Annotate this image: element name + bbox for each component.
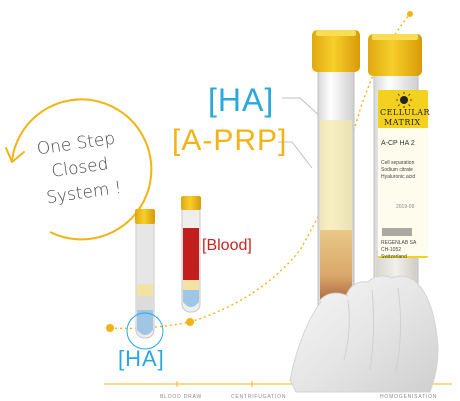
aprp-leader-line	[278, 141, 313, 169]
path-dot-mid	[186, 318, 194, 326]
dotted-path	[109, 13, 411, 330]
ha-leader-line	[282, 97, 323, 119]
timeline-step-centrifugation: CENTRIFUGATION	[231, 394, 287, 400]
ha-label: [HA]	[208, 82, 275, 118]
small-tube-processed	[126, 209, 164, 350]
tube-brand-bottom: MATRIX	[384, 118, 421, 127]
cellular-matrix-logo-icon	[396, 92, 412, 108]
tube-fine-print-2: Sodium citrate	[381, 167, 413, 173]
tube-fine-print-3: Hyaluronic acid	[381, 174, 416, 180]
aprp-label: [A-PRP]	[172, 124, 288, 157]
timeline-step-homogenisation: HOMOGENISATION	[380, 394, 438, 400]
blood-label: [Blood]	[202, 237, 252, 254]
tube-brand-top: CELLULAR	[380, 108, 431, 117]
loop-arrow-icon	[5, 98, 153, 241]
tube-footer-2: CH-1052	[381, 247, 402, 253]
photo-tube-left	[312, 30, 360, 321]
path-dot-start	[106, 324, 114, 332]
barcode	[382, 228, 412, 236]
ha-highlight-ring	[126, 312, 164, 350]
tube-fine-print-1: Cell separation	[381, 160, 415, 166]
ha-small-label: [HA]	[118, 346, 165, 371]
timeline-step-blood-draw: BLOOD DRAW	[160, 394, 202, 400]
small-tube-blood	[181, 196, 201, 313]
tube-footer-3: Switzerland	[381, 254, 407, 260]
tube-product-name: A-CP HA 2	[381, 140, 415, 147]
gloved-hand	[289, 275, 439, 393]
tube-lot-line: 2019-09	[396, 204, 415, 210]
tube-footer-1: REGENLAB SA	[381, 240, 417, 246]
path-dot-end	[407, 11, 413, 17]
